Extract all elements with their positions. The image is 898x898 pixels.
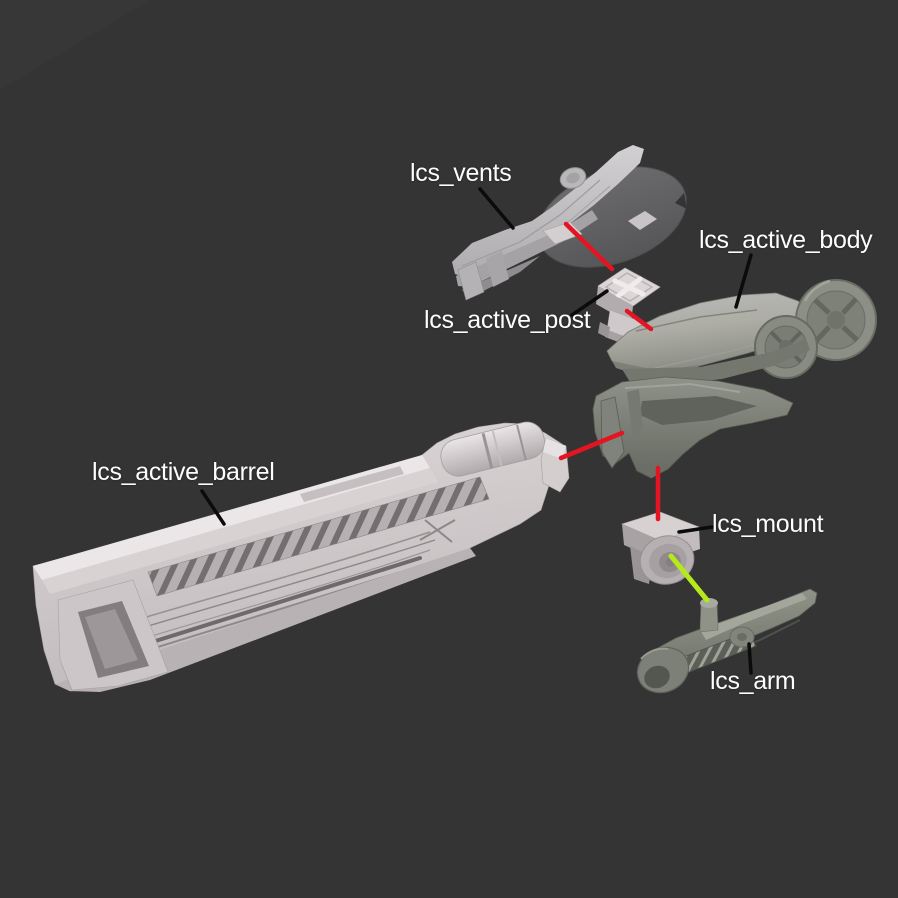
post-left-face <box>596 286 633 324</box>
label-lcs-active-post: lcs_active_post <box>424 306 591 334</box>
part-lcs-active-barrel-mesh[interactable] <box>32 418 570 692</box>
body-mid-band <box>622 339 810 386</box>
vents-knob <box>559 167 587 189</box>
connector-lines <box>558 221 710 603</box>
part-lcs-mount-mesh[interactable] <box>621 511 700 590</box>
post-top-inset <box>604 272 654 302</box>
label-lcs-vents: lcs_vents <box>410 159 512 187</box>
arm-top-fin <box>700 593 807 640</box>
connector-red-post-body <box>624 308 654 332</box>
barrel-top-cylinder <box>440 421 545 477</box>
barrel-rear-block <box>540 437 570 493</box>
part-lcs-arm-mesh[interactable] <box>631 588 818 700</box>
leader-lines <box>200 187 753 675</box>
post-x-emblem <box>612 276 646 299</box>
vents-disc-tab <box>627 210 658 231</box>
connector-green-mount-arm <box>668 553 710 603</box>
arm-knob <box>729 626 755 648</box>
leader-lcs-vents <box>478 187 515 230</box>
mount-lens-cup <box>639 535 695 585</box>
leader-lcs-arm <box>747 642 753 675</box>
leader-lcs-active-barrel <box>200 489 226 526</box>
leader-lcs-active-post <box>570 289 609 317</box>
leader-lcs-active-body <box>734 253 753 309</box>
post-foot <box>598 322 610 338</box>
vents-disc-notch <box>675 193 687 209</box>
part-lcs-active-body-mesh[interactable] <box>592 279 877 479</box>
connector-red-vents-post <box>563 221 615 272</box>
arm-end-cap <box>636 646 690 694</box>
arm-post-cylinder <box>699 598 719 633</box>
connector-red-barrel-body <box>558 430 625 461</box>
body-jaw-details <box>600 382 757 478</box>
label-lcs-active-body: lcs_active_body <box>699 226 873 254</box>
label-lcs-active-barrel: lcs_active_barrel <box>92 458 275 486</box>
label-lcs-arm: lcs_arm <box>710 667 796 695</box>
vents-fin <box>452 145 644 279</box>
label-lcs-mount: lcs_mount <box>712 510 824 538</box>
barrel-left-foot <box>57 579 169 691</box>
part-lcs-vents-mesh[interactable] <box>452 145 700 301</box>
viewport-light-sheen <box>0 0 150 90</box>
leader-lcs-mount <box>677 525 714 534</box>
body-lower-jaw <box>592 376 794 479</box>
